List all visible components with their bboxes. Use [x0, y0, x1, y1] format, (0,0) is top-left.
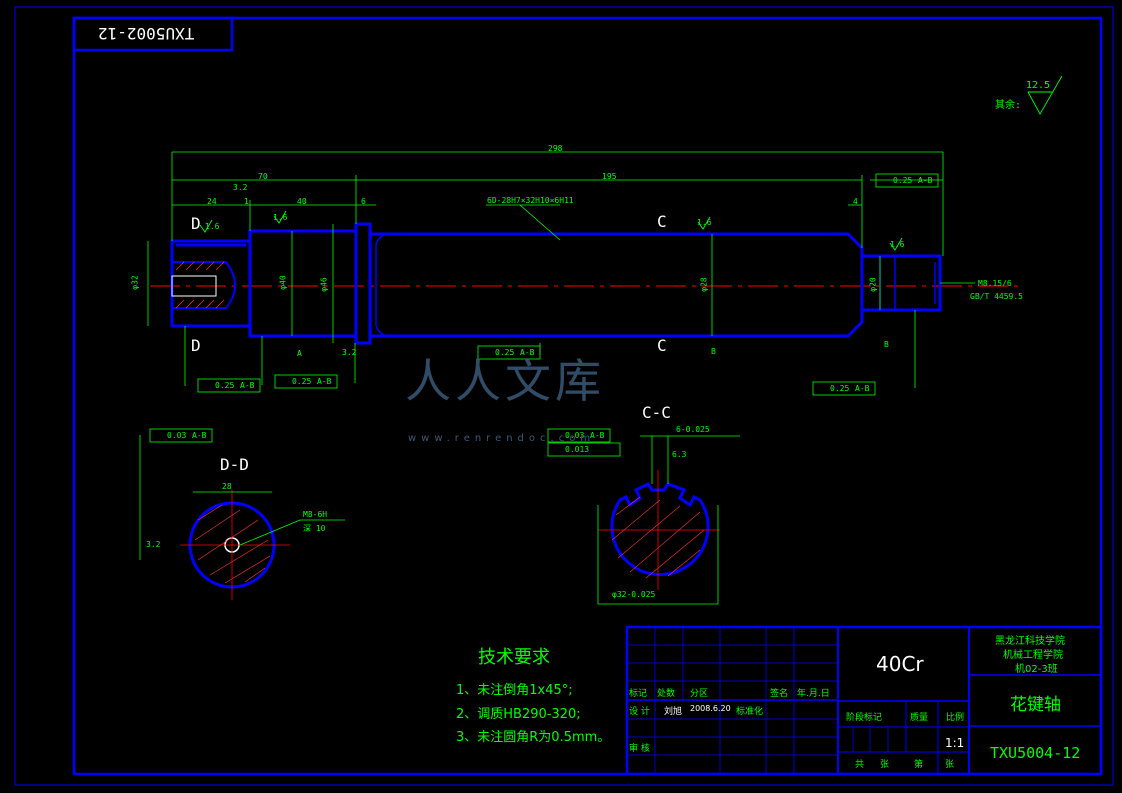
- fcf-datum: A-B: [855, 384, 870, 393]
- sheet-label: 张: [880, 760, 890, 770]
- dim-6: 6: [361, 197, 366, 206]
- spline-spec: 6D-28H7×32H10×6H11: [487, 196, 574, 205]
- fcf-value: 0.25: [830, 384, 850, 393]
- zone-label: 分区: [690, 689, 709, 699]
- watermark-url: www.renrendoc.com: [408, 433, 596, 444]
- inner-frame: [72, 16, 1103, 776]
- fcf-value: 0.013: [565, 445, 590, 454]
- fcf-value: 0.25: [893, 176, 913, 185]
- roughness-value: 3.2: [233, 183, 248, 192]
- review-label: 审 核: [629, 744, 650, 754]
- designer-name: 刘旭: [664, 707, 683, 717]
- places-label: 处数: [657, 689, 676, 699]
- roughness-other-label: 其余:: [995, 100, 1022, 111]
- section-c-top: C: [657, 212, 667, 231]
- dim-195: 195: [602, 172, 617, 181]
- tech-req-item: 1、未注倒角1x45°;: [456, 683, 573, 698]
- roughness-value: 3.2: [146, 540, 161, 549]
- fcf-datum: A-B: [590, 431, 605, 440]
- fcf-frames: [149, 173, 939, 457]
- dd-dim: 28: [222, 482, 232, 491]
- outer-frame: [14, 6, 1114, 786]
- left-hole: [171, 261, 236, 309]
- end-thread-spec: M8.15/6: [978, 279, 1012, 288]
- dim-4: 4: [853, 197, 858, 206]
- mirrored-drawing-number: TXU5002-12: [98, 24, 195, 43]
- roughness-symbols: [199, 75, 1063, 251]
- page-label: 第: [914, 760, 924, 770]
- diameter-40: φ40: [278, 275, 288, 290]
- datum-label: B: [884, 340, 889, 349]
- date-label: 年.月.日: [797, 689, 830, 699]
- section-c-bottom: C: [657, 336, 667, 355]
- sign-label: 签名: [770, 689, 789, 699]
- dim-40: 40: [297, 197, 307, 206]
- thread-depth: 深 10: [303, 524, 326, 533]
- fcf-value: 0.03: [565, 431, 585, 440]
- weight-label: 质量: [910, 713, 929, 723]
- diameter-46: φ46: [319, 277, 329, 292]
- section-cc-title: C-C: [642, 403, 671, 422]
- section-cc: [597, 435, 740, 605]
- scale-value: 1:1: [945, 736, 965, 750]
- material: 40Cr: [876, 652, 924, 676]
- shaft-inner-lines: [375, 233, 936, 337]
- mirrored-number-box: [72, 16, 234, 52]
- fcf-datum: A-B: [317, 377, 332, 386]
- school-line1: 黑龙江科技学院: [995, 636, 1065, 647]
- roughness-value: 1.6: [890, 240, 905, 249]
- roughness-value: 6.3: [672, 450, 687, 459]
- diameter-20: φ20: [868, 277, 878, 292]
- fcf-datum: A-B: [918, 176, 933, 185]
- roughness-value: 1.6: [697, 218, 712, 227]
- roughness-value: 3.2: [342, 348, 357, 357]
- total-label: 共: [855, 760, 865, 770]
- fcf-datum: A-B: [192, 431, 207, 440]
- watermark-text: 人人文库: [405, 354, 605, 408]
- thread-spec: M8-6H: [303, 510, 328, 519]
- design-date: 2008.6.20: [690, 704, 731, 713]
- end-thread-note: GB/T 4459.5: [970, 292, 1023, 301]
- dim-overall: 298: [548, 144, 563, 153]
- dim-70: 70: [258, 172, 268, 181]
- drawing-number: TXU5004-12: [990, 744, 1081, 762]
- datum-label: B: [711, 347, 716, 356]
- stage-label: 阶段标记: [846, 713, 883, 723]
- page2-label: 张: [945, 760, 955, 770]
- tech-req-item: 2、调质HB290-320;: [456, 707, 581, 722]
- marks-label: 标记: [629, 689, 648, 699]
- section-dd: [139, 435, 345, 600]
- fcf-value: 0.25: [292, 377, 312, 386]
- dim-24: 24: [207, 197, 217, 206]
- diameter-32-cc: φ32-0.025: [612, 590, 656, 599]
- std-label: 标准化: [736, 707, 764, 717]
- section-d-bottom: D: [191, 336, 201, 355]
- school-line2: 机械工程学院: [1003, 650, 1063, 661]
- fcf-datum: A-B: [240, 381, 255, 390]
- dim-1: 1: [244, 197, 249, 206]
- design-label: 设 计: [629, 707, 650, 717]
- roughness-value: 1.6: [205, 222, 220, 231]
- section-d-top: D: [191, 214, 201, 233]
- roughness-value: 1.6: [273, 213, 288, 222]
- fcf-datum: A-B: [520, 348, 535, 357]
- fcf-value: 0.25: [495, 348, 515, 357]
- datum-label: A: [297, 349, 302, 358]
- scale-label: 比例: [946, 713, 965, 723]
- fcf-value: 0.25: [215, 381, 235, 390]
- school-line3: 机02-3班: [1015, 664, 1058, 675]
- part-name: 花键轴: [1010, 695, 1061, 715]
- section-dd-title: D-D: [220, 455, 249, 474]
- cc-dim: 6-0.025: [676, 425, 710, 434]
- fcf-value: 0.03: [167, 431, 187, 440]
- roughness-other-value: 12.5: [1026, 80, 1051, 91]
- diameter-28: φ28: [699, 277, 709, 292]
- tech-req-title: 技术要求: [478, 647, 550, 668]
- dimension-lines: [147, 151, 975, 388]
- diameter-32: φ32: [130, 275, 140, 290]
- tech-req-item: 3、未注圆角R为0.5mm。: [456, 730, 611, 745]
